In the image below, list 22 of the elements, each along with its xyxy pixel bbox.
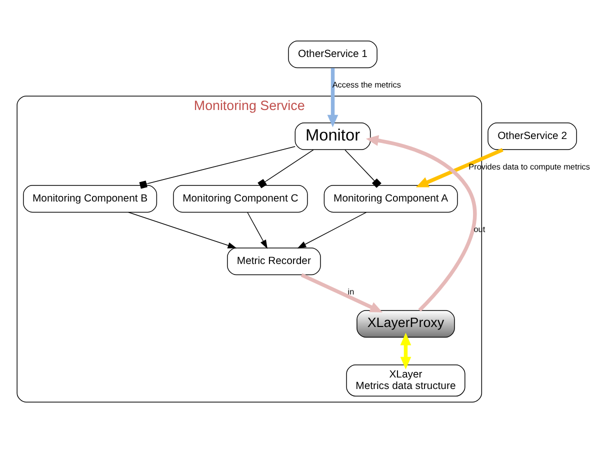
connector [139,146,296,189]
edge-label: Access the metrics [332,80,401,90]
arrow [128,212,237,248]
arrow [300,273,383,312]
node-box: Metric Recorder [227,248,321,276]
node-box: Monitoring Component B [23,185,158,213]
connector [258,149,314,188]
arrow [327,68,338,128]
node-box: XLayer Metrics data structure [346,364,466,396]
node-box: Monitoring Component A [324,185,458,213]
arrow [297,212,367,248]
arrow [400,332,412,370]
node-box: Monitor [294,122,371,150]
node-box: XLayerProxy [356,310,455,338]
node-box: OtherService 1 [288,40,378,68]
connector [344,150,382,188]
node-box: OtherService 2 [488,122,577,150]
edge-label: in [348,288,354,297]
arrow [416,148,504,188]
node-box: Monitoring Component C [173,185,308,213]
arrow [247,212,268,249]
arrow [366,135,477,312]
